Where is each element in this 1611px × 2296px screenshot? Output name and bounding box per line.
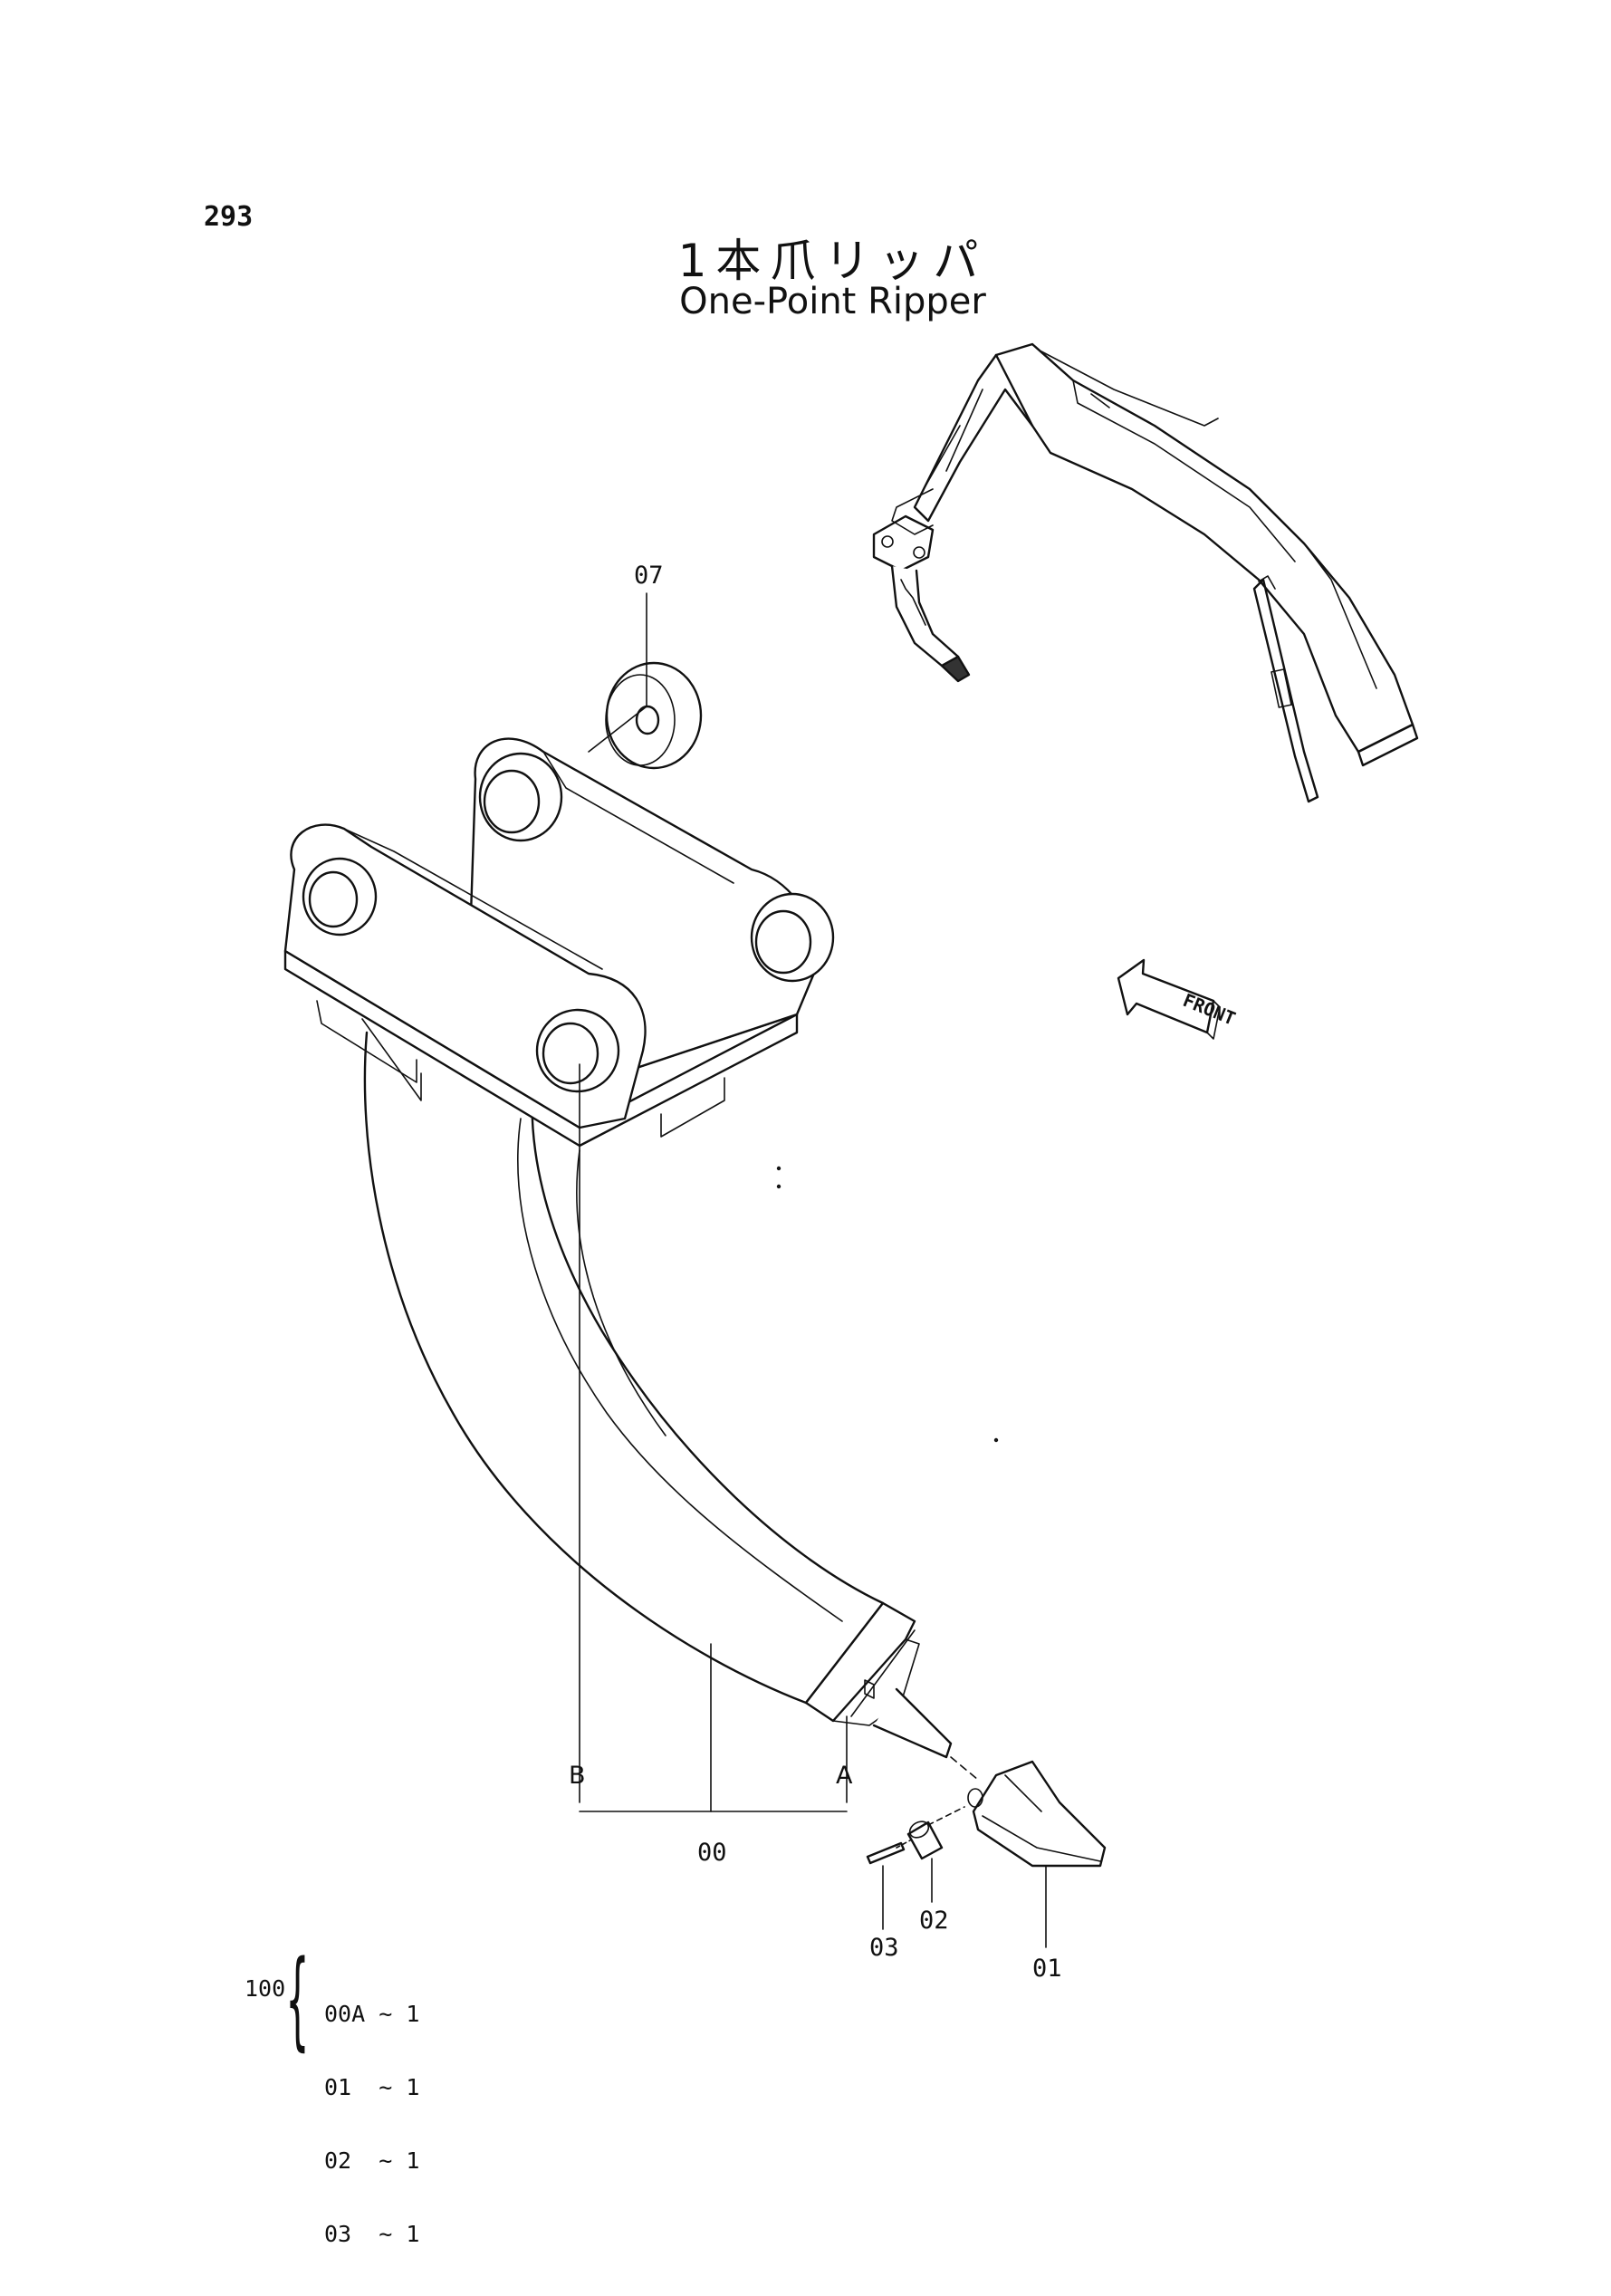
tooth-01	[967, 1760, 1107, 1868]
ripper-bracket	[283, 737, 835, 1148]
pin-03	[866, 1841, 906, 1865]
assembly-code: 100	[245, 1975, 286, 2002]
lock-02	[906, 1820, 944, 1860]
title-japanese: 1本爪リッパ	[677, 235, 988, 287]
brace-icon: {	[286, 1936, 309, 2061]
title-english: One-Point Ripper	[679, 281, 986, 322]
page-number: 293	[204, 201, 254, 233]
callout-03: 03	[869, 1934, 899, 1962]
washer-07	[605, 661, 703, 770]
excavator-arm-overview	[872, 342, 1419, 803]
assembly-rows: 00A ~ 1 01 ~ 1 02 ~ 1 03 ~ 1	[324, 1953, 419, 2295]
callout-01: 01	[1032, 1955, 1062, 1983]
callout-b: B	[569, 1762, 586, 1790]
callout-02: 02	[919, 1907, 949, 1935]
callout-a: A	[836, 1762, 853, 1790]
callout-00: 00	[697, 1839, 727, 1867]
assembly-row: 02 ~ 1	[324, 2147, 420, 2174]
callout-07: 07	[634, 562, 664, 590]
assembly-row: 03 ~ 1	[324, 2221, 420, 2247]
front-arrow-icon	[1117, 958, 1221, 1040]
ripper-shank	[363, 1031, 953, 1759]
leader-lines	[579, 592, 1047, 1948]
ripper-drawing	[283, 342, 1419, 1948]
assembly-row: 01 ~ 1	[324, 2074, 420, 2100]
assembly-row: 00A ~ 1	[324, 2001, 420, 2027]
